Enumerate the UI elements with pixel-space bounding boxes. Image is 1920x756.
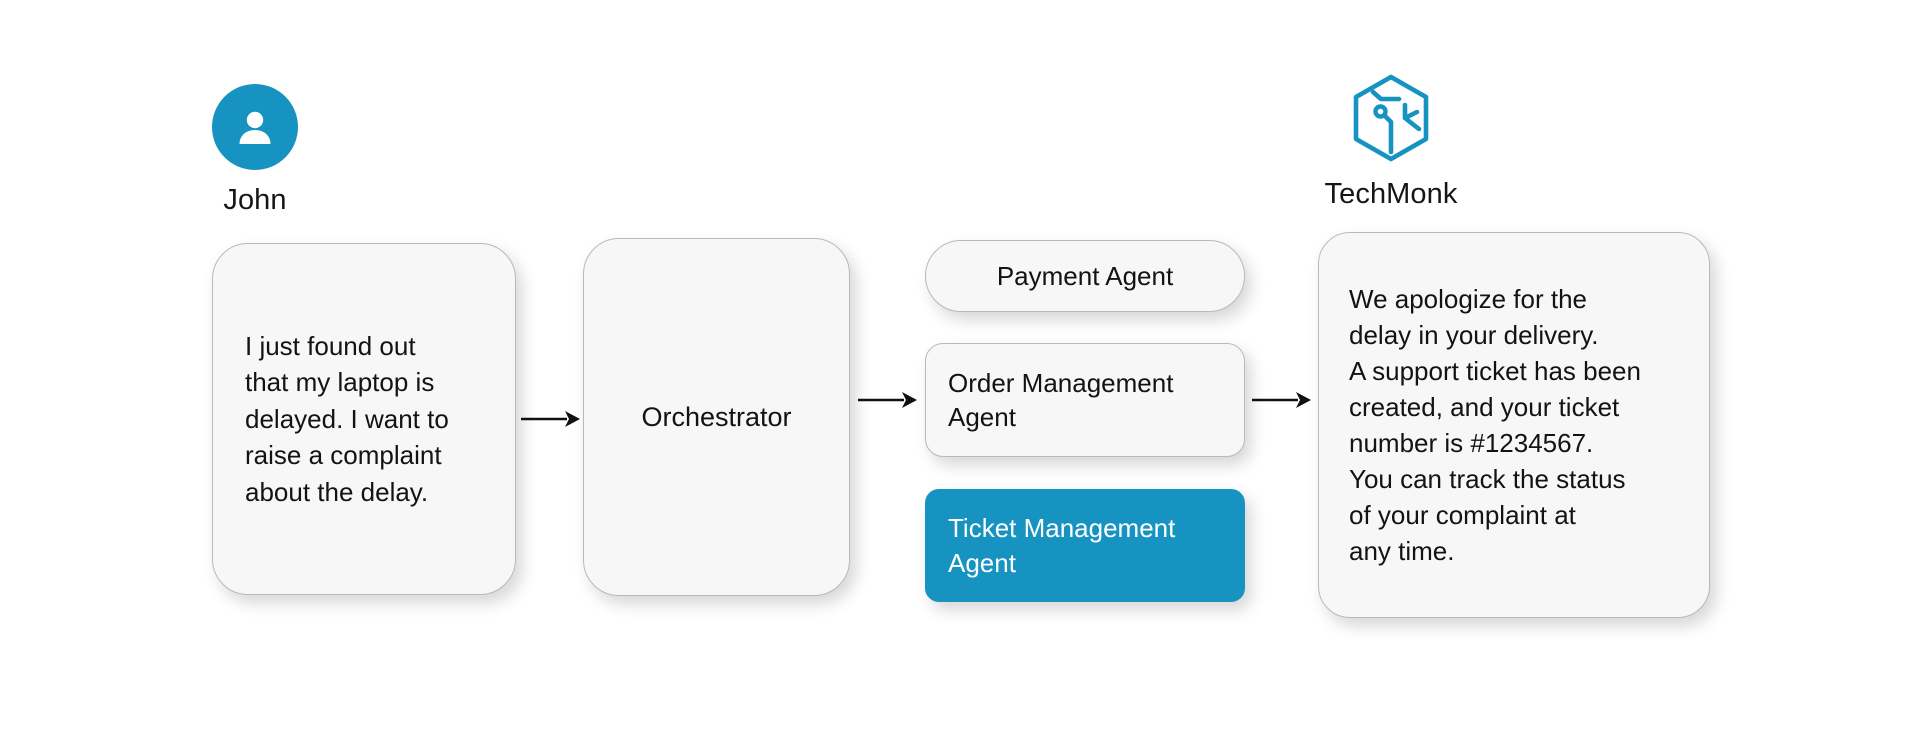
user-message-text: I just found out that my laptop is delay… (245, 331, 449, 507)
arrow-user-to-orchestrator (521, 406, 581, 432)
response-message-text: We apologize for the delay in your deliv… (1349, 283, 1641, 567)
agent-label-payment: Payment Agent (996, 260, 1174, 291)
user-message-card[interactable]: I just found out that my laptop is delay… (212, 243, 516, 595)
agent-card-order-management[interactable]: Order Management Agent (925, 343, 1245, 457)
orchestrator-label: Orchestrator (641, 401, 792, 432)
actor-user: John (212, 84, 298, 217)
user-avatar-icon (212, 84, 298, 170)
arrow-orchestrator-to-agents (858, 387, 918, 413)
orchestrator-card[interactable]: Orchestrator (583, 238, 850, 596)
agent-card-ticket-management[interactable]: Ticket Management Agent (925, 489, 1245, 602)
agent-label-order-management: Order Management Agent (948, 367, 1174, 432)
user-name-label: John (223, 184, 287, 216)
response-message-card[interactable]: We apologize for the delay in your deliv… (1318, 232, 1710, 618)
agent-label-ticket-management: Ticket Management Agent (948, 513, 1176, 578)
agent-card-payment[interactable]: Payment Agent (925, 240, 1245, 312)
arrow-agents-to-response (1252, 387, 1312, 413)
techmonk-hexagon-logo-icon (1345, 72, 1437, 164)
actor-brand: TechMonk (1325, 72, 1457, 211)
brand-name-label: TechMonk (1324, 178, 1458, 210)
